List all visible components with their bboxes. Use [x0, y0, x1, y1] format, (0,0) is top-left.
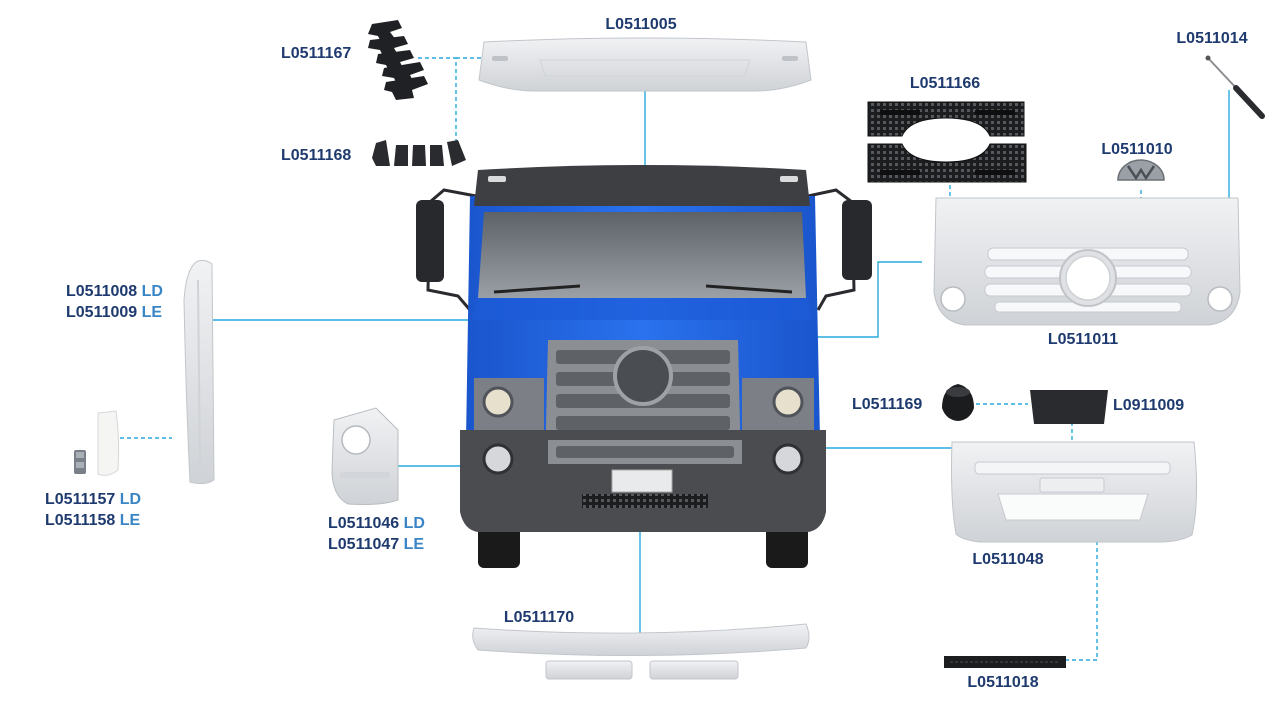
side-lamp-part	[74, 410, 120, 476]
part-number: L0511018	[967, 674, 1039, 691]
label-gas-strut: L0511014	[1176, 29, 1247, 49]
mirror-right	[807, 188, 872, 311]
part-number: L0511048	[972, 551, 1044, 568]
side-suffix: LD	[141, 283, 163, 300]
label-side-lamp-left: L0511158 LE	[45, 511, 140, 531]
windshield	[478, 212, 806, 298]
grommet-part	[942, 384, 974, 421]
clip-set-part	[372, 140, 466, 166]
label-sun-visor: L0511005	[605, 15, 676, 35]
label-clip-set: L0511168	[281, 146, 351, 166]
label-bracket-set: L0511167	[281, 44, 351, 64]
part-number: L0511009	[66, 304, 138, 321]
part-number: L0511005	[605, 16, 677, 33]
bumper-part	[951, 441, 1198, 543]
part-number: L0511046	[328, 515, 400, 532]
part-number: L0511008	[66, 283, 138, 300]
label-headlamp-housing-right: L0511046 LD	[328, 514, 425, 534]
part-number: L0511168	[281, 147, 352, 164]
lower-spoiler-part	[472, 623, 810, 680]
leader-step-trim	[1066, 520, 1098, 661]
truck-front-view	[416, 165, 872, 568]
label-front-panel: L0511011	[1048, 330, 1118, 350]
headlamp-right	[772, 386, 804, 418]
part-number: L0511011	[1047, 331, 1119, 348]
emblem-part	[1117, 159, 1165, 181]
side-suffix: LD	[119, 491, 142, 508]
side-suffix: LD	[403, 515, 425, 532]
foglamp-right	[772, 443, 804, 475]
leader-front-panel	[780, 261, 922, 338]
corner-panel-part	[183, 259, 215, 485]
sun-visor-part	[478, 37, 812, 92]
label-grommet: L0511169	[852, 395, 922, 415]
part-number: L0511169	[852, 396, 923, 413]
label-headlamp-housing-left: L0511047 LE	[328, 535, 424, 555]
roof-visor	[474, 165, 810, 206]
step-trim-part	[944, 656, 1066, 668]
front-panel-part	[933, 197, 1241, 326]
cab-emblem	[613, 346, 673, 406]
mirror-left	[416, 188, 477, 311]
licence-plate-area	[611, 469, 673, 493]
gas-strut-part	[1205, 55, 1265, 119]
headlamp-housing-part	[331, 407, 399, 505]
label-plate-holder: L0911009	[1113, 396, 1184, 416]
side-suffix: LE	[403, 536, 425, 553]
label-corner-panel-right: L0511008 LD	[66, 282, 163, 302]
label-emblem: L0511010	[1101, 140, 1172, 160]
label-step-trim: L0511018	[967, 673, 1038, 693]
part-number: L0511166	[909, 75, 981, 92]
side-suffix: LE	[141, 304, 163, 321]
part-number: L0511158	[45, 512, 116, 529]
side-suffix: LE	[119, 512, 141, 529]
label-corner-panel-left: L0511009 LE	[66, 303, 162, 323]
label-bumper: L0511048	[972, 550, 1043, 570]
headlamp-left	[482, 386, 514, 418]
part-number: L0511170	[503, 609, 575, 626]
part-number: L0511167	[281, 45, 352, 62]
part-number: L0511010	[1101, 141, 1173, 158]
label-lower-spoiler: L0511170	[504, 608, 574, 628]
foglamp-left	[482, 443, 514, 475]
label-grille-mesh: L0511166	[910, 74, 980, 94]
part-number: L0911009	[1113, 397, 1185, 414]
leader-brackets	[418, 57, 457, 148]
bracket-set-part	[368, 20, 428, 100]
grille-mesh-part	[867, 101, 1027, 183]
plate-holder-part	[1030, 390, 1108, 424]
part-number: L0511157	[45, 491, 116, 508]
part-number: L0511047	[328, 536, 400, 553]
part-number: L0511014	[1176, 30, 1248, 47]
label-side-lamp-right: L0511157 LD	[45, 490, 141, 510]
